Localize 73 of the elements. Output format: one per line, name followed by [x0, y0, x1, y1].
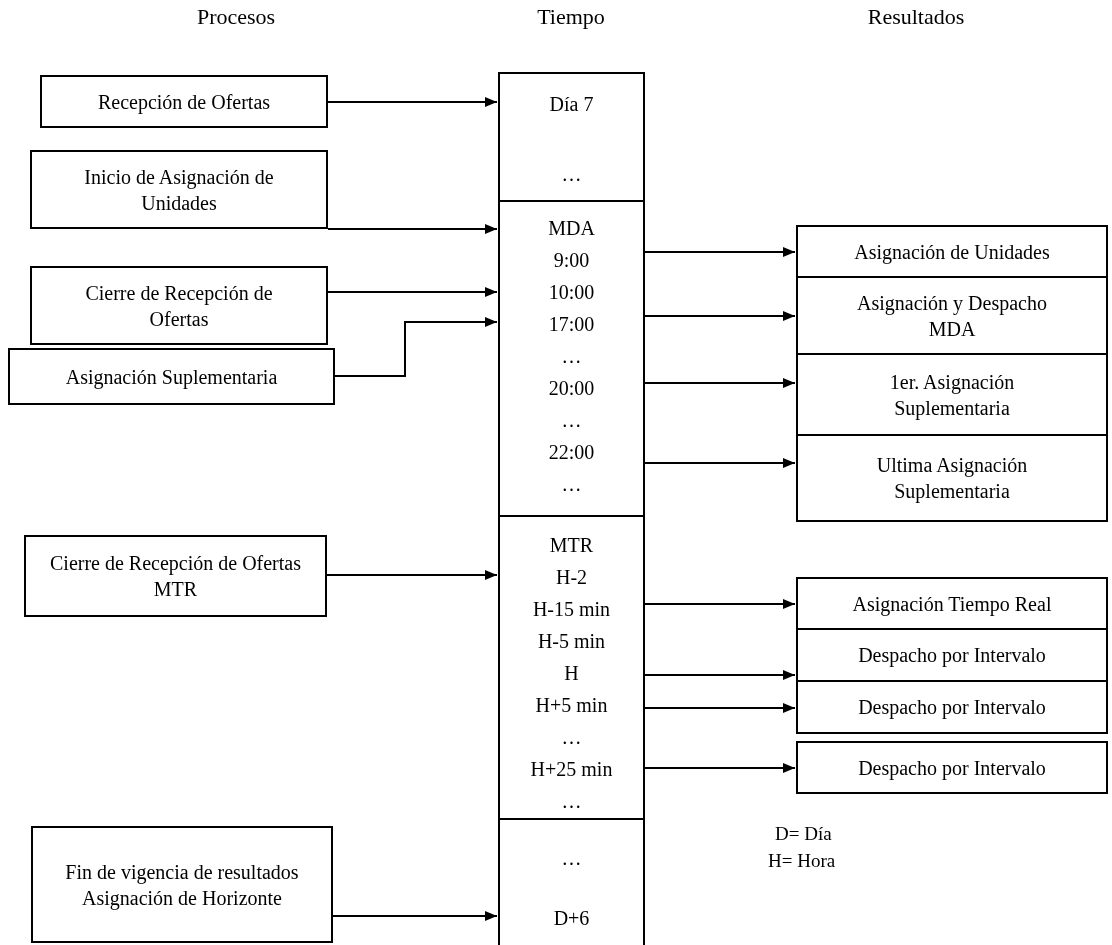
process-box [24, 535, 327, 617]
result-box [796, 628, 1108, 682]
arrow [644, 599, 796, 609]
process-text: Asignación Suplementaria [65, 364, 278, 390]
arrow [644, 458, 796, 468]
time-label: H+5 min [535, 693, 608, 718]
time-label: 20:00 [548, 376, 595, 401]
time-label: 9:00 [553, 248, 590, 273]
result-box [796, 353, 1108, 436]
column-heading: Tiempo [537, 3, 605, 30]
arrow [644, 670, 796, 680]
time-label: 22:00 [548, 440, 595, 465]
time-label: H [564, 661, 579, 686]
arrow [332, 911, 498, 921]
result-text: Despacho por Intervalo [858, 755, 1046, 781]
time-label: … [561, 408, 582, 433]
result-box [796, 225, 1108, 278]
result-text: Ultima Asignación Suplementaria [875, 453, 1029, 504]
result-text: Asignación Tiempo Real [852, 591, 1052, 617]
arrow [644, 247, 796, 257]
time-label: MTR [549, 533, 594, 558]
process-box [31, 826, 333, 943]
arrow [644, 763, 796, 773]
process-text: Fin de vigencia de resultados Asignación de Horizonte [64, 859, 300, 911]
arrow [644, 703, 796, 713]
arrow [327, 224, 498, 234]
time-label: H+25 min [530, 757, 613, 782]
column-heading: Procesos [196, 3, 276, 30]
result-text: Asignación de Unidades [854, 239, 1050, 265]
time-label: 17:00 [548, 312, 595, 337]
result-box [796, 577, 1108, 630]
time-label: … [561, 846, 582, 871]
time-label: … [561, 344, 582, 369]
time-segment [498, 515, 645, 820]
process-box [30, 266, 328, 345]
process-box [8, 348, 335, 405]
legend-text: D= Día [775, 822, 832, 845]
time-label: H-2 [555, 565, 588, 590]
result-box [796, 434, 1108, 522]
process-box [40, 75, 328, 128]
time-label: … [561, 162, 582, 187]
time-label: MDA [548, 216, 595, 241]
arrow [327, 287, 498, 297]
process-text: Cierre de Recepción de Ofertas MTR [49, 551, 302, 602]
result-text: Asignación y Despacho MDA [856, 290, 1048, 342]
time-label: H-5 min [537, 629, 606, 654]
time-segment [498, 818, 645, 945]
arrow [644, 311, 796, 321]
time-label: … [561, 472, 582, 497]
arrow [326, 570, 498, 580]
process-text: Recepción de Ofertas [97, 89, 271, 115]
result-box [796, 276, 1108, 355]
legend-text: H= Hora [768, 849, 836, 872]
time-segment [498, 72, 645, 202]
result-text: Despacho por Intervalo [858, 643, 1046, 668]
time-label: 10:00 [548, 280, 595, 305]
time-label: H-15 min [532, 597, 611, 622]
process-text: Cierre de Recepción de Ofertas [84, 280, 274, 332]
time-segment [498, 200, 645, 517]
arrow [327, 97, 498, 107]
time-label: D+6 [553, 906, 590, 931]
arrow [644, 378, 796, 388]
time-label: Día 7 [549, 92, 594, 117]
result-text: 1er. Asignación Suplementaria [888, 369, 1016, 421]
time-label: … [561, 725, 582, 750]
process-text: Inicio de Asignación de Unidades [83, 164, 275, 216]
time-label: … [561, 789, 582, 814]
result-box [796, 741, 1108, 794]
process-box [30, 150, 328, 229]
result-text: Despacho por Intervalo [858, 695, 1046, 720]
column-heading: Resultados [867, 3, 965, 30]
arrow [334, 317, 498, 377]
result-box [796, 680, 1108, 734]
